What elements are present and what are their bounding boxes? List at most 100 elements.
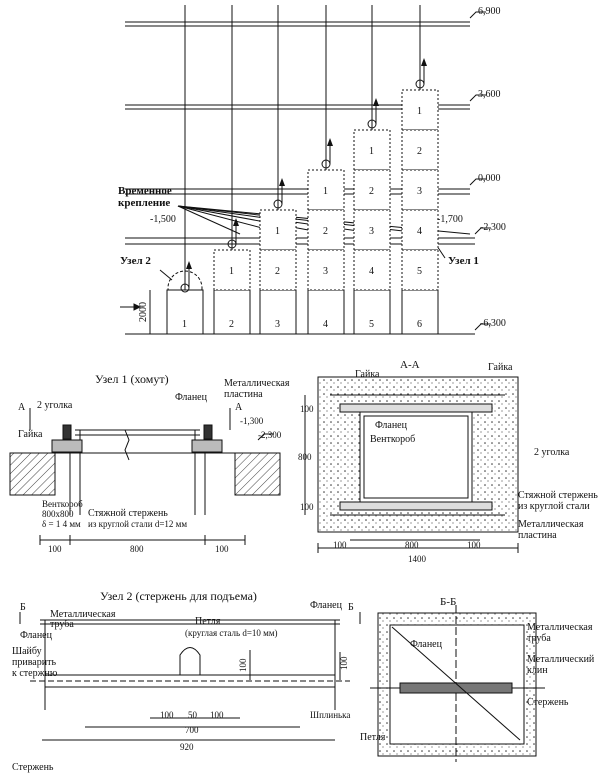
stack-segment bbox=[259, 249, 297, 291]
aa-d100l: 100 bbox=[333, 540, 347, 550]
stack-segment-label: 3 bbox=[417, 186, 422, 197]
node1-rod-2: из круглой стали d=12 мм bbox=[88, 519, 187, 529]
node1-vent-2: 800х800 bbox=[42, 509, 74, 519]
node1-vent-3: δ = 1 4 мм bbox=[42, 519, 81, 529]
aa-v800: 800 bbox=[298, 452, 312, 462]
section-bb bbox=[370, 605, 545, 762]
stack-segment-label: 2 bbox=[323, 226, 328, 237]
aa-title: А-А bbox=[400, 359, 420, 371]
node1-ugolka: 2 уголка bbox=[37, 400, 73, 411]
aa-ugolka: 2 уголка bbox=[534, 447, 570, 458]
stack-segment-label: 1 bbox=[275, 226, 280, 237]
stack-segment-label: 1 bbox=[369, 146, 374, 157]
node1-gaika: Гайка bbox=[18, 429, 43, 440]
stack-segment-label: 1 bbox=[229, 266, 234, 277]
lift-arrow-icon bbox=[327, 138, 333, 146]
stack-segment-label: 2 bbox=[369, 186, 374, 197]
elev-6900: 6,900 bbox=[478, 6, 501, 17]
node1-label: Узел 1 bbox=[448, 255, 479, 267]
node2-shplinka: Шплинька bbox=[310, 710, 350, 720]
lift-arrow-icon bbox=[233, 218, 239, 226]
node2-loop-2: (круглая сталь d=10 мм) bbox=[185, 628, 278, 638]
node1-d100b: 100 bbox=[215, 544, 229, 554]
node2-washer-3: к стержню bbox=[12, 668, 58, 679]
base-column-6 bbox=[401, 289, 439, 335]
node2-d100: 100 bbox=[160, 710, 174, 720]
node1-labels: Узел 1 (хомут) Фланец 2 уголка Гайка Мет… bbox=[18, 372, 290, 554]
stack-segment-label: 1 bbox=[323, 186, 328, 197]
bb-flanets: Фланец bbox=[410, 639, 443, 650]
node1-flanets: Фланец bbox=[175, 392, 208, 403]
bb-title: Б-Б bbox=[440, 596, 456, 608]
stack-segment bbox=[307, 169, 345, 211]
stack-segment-label: 4 bbox=[417, 226, 422, 237]
bb-pipe-2: труба bbox=[527, 633, 551, 644]
node2-pipe-2: труба bbox=[50, 619, 74, 630]
node2-detail bbox=[19, 612, 361, 741]
stack-segment bbox=[307, 209, 345, 251]
aa-d100r: 100 bbox=[467, 540, 481, 550]
node2-washer-1: Шайбу bbox=[12, 646, 42, 657]
base-column-label: 4 bbox=[323, 319, 328, 330]
node1-elev-2300: -2,300 bbox=[258, 430, 282, 440]
elev-m6300: -6,300 bbox=[480, 318, 506, 329]
node2-label: Узел 2 bbox=[120, 255, 151, 267]
stack-segment bbox=[213, 249, 251, 291]
node1-plate-1: Металлическая bbox=[224, 378, 290, 389]
aa-v100b: 100 bbox=[300, 502, 314, 512]
aa-ventkorob: Венткороб bbox=[370, 434, 415, 445]
temp-fix-label-1: Временное bbox=[118, 185, 172, 197]
bb-wedge-2: клин bbox=[527, 665, 548, 676]
stack-segment bbox=[401, 89, 439, 131]
lift-arrow-icon bbox=[421, 58, 427, 66]
node1-rod-1: Стяжной стержень bbox=[88, 508, 168, 519]
base-column-label: 3 bbox=[275, 319, 280, 330]
node2-d920: 920 bbox=[180, 742, 194, 752]
stack-segment-label: 1 bbox=[417, 106, 422, 117]
stack-segment bbox=[353, 169, 391, 211]
temp-fix-label-2: крепление bbox=[118, 197, 170, 209]
stack-segment-label: 2 bbox=[417, 146, 422, 157]
node2-v100b: 100 bbox=[339, 656, 349, 670]
node1-sec-a-left: А bbox=[18, 402, 26, 413]
node2-sec-b-left: Б bbox=[20, 602, 26, 613]
section-bb-labels: Б-Б Фланец Металлическая труба Металличе… bbox=[360, 596, 595, 743]
node1-d800: 800 bbox=[130, 544, 144, 554]
node2-d100b: 100 bbox=[210, 710, 224, 720]
node1-detail bbox=[9, 408, 281, 545]
bb-rod: Стержень bbox=[527, 697, 569, 708]
node2-d700: 700 bbox=[185, 725, 199, 735]
stack-segment bbox=[401, 209, 439, 251]
aa-v100t: 100 bbox=[300, 404, 314, 414]
node2-title: Узел 2 (стержень для подъема) bbox=[100, 589, 257, 603]
aa-plate-1: Металлическая bbox=[518, 519, 584, 530]
node1-elev-1300: -1,300 bbox=[240, 416, 264, 426]
section-aa-labels: А-А Гайка Гайка Фланец Венткороб 2 уголк… bbox=[298, 359, 598, 564]
aa-gaika-2: Гайка bbox=[488, 362, 513, 373]
lift-arrow-icon bbox=[373, 98, 379, 106]
elev-m1700: -1,700 bbox=[437, 214, 463, 225]
stack-segment-label: 3 bbox=[323, 266, 328, 277]
node2-washer-2: приварить bbox=[12, 657, 56, 668]
node2-flanets-l: Фланец bbox=[20, 630, 53, 641]
node2-labels: Узел 2 (стержень для подъема) Металличес… bbox=[12, 589, 354, 773]
elev-m1500: -1,500 bbox=[150, 214, 176, 225]
elev-2300: -2,300 bbox=[480, 222, 506, 233]
dim-2000: 2000 bbox=[138, 302, 149, 322]
stack-segment-label: 5 bbox=[417, 266, 422, 277]
stack-segment bbox=[353, 209, 391, 251]
section-aa bbox=[304, 376, 519, 553]
stack-segment bbox=[401, 129, 439, 171]
lift-arrow-icon bbox=[186, 261, 192, 269]
node1-vent-1: Венткороб bbox=[42, 499, 83, 509]
node2-sec-b-right: Б bbox=[348, 602, 354, 613]
stack-segment-label: 3 bbox=[369, 226, 374, 237]
base-column-5 bbox=[353, 289, 391, 335]
node1-plate-2: пластина bbox=[224, 389, 263, 400]
aa-flanets: Фланец bbox=[375, 420, 408, 431]
stack-segment-label: 4 bbox=[369, 266, 374, 277]
stack-segment bbox=[307, 249, 345, 291]
elev-0000: 0,000 bbox=[478, 173, 501, 184]
node2-pipe-1: Металлическая bbox=[50, 609, 116, 620]
